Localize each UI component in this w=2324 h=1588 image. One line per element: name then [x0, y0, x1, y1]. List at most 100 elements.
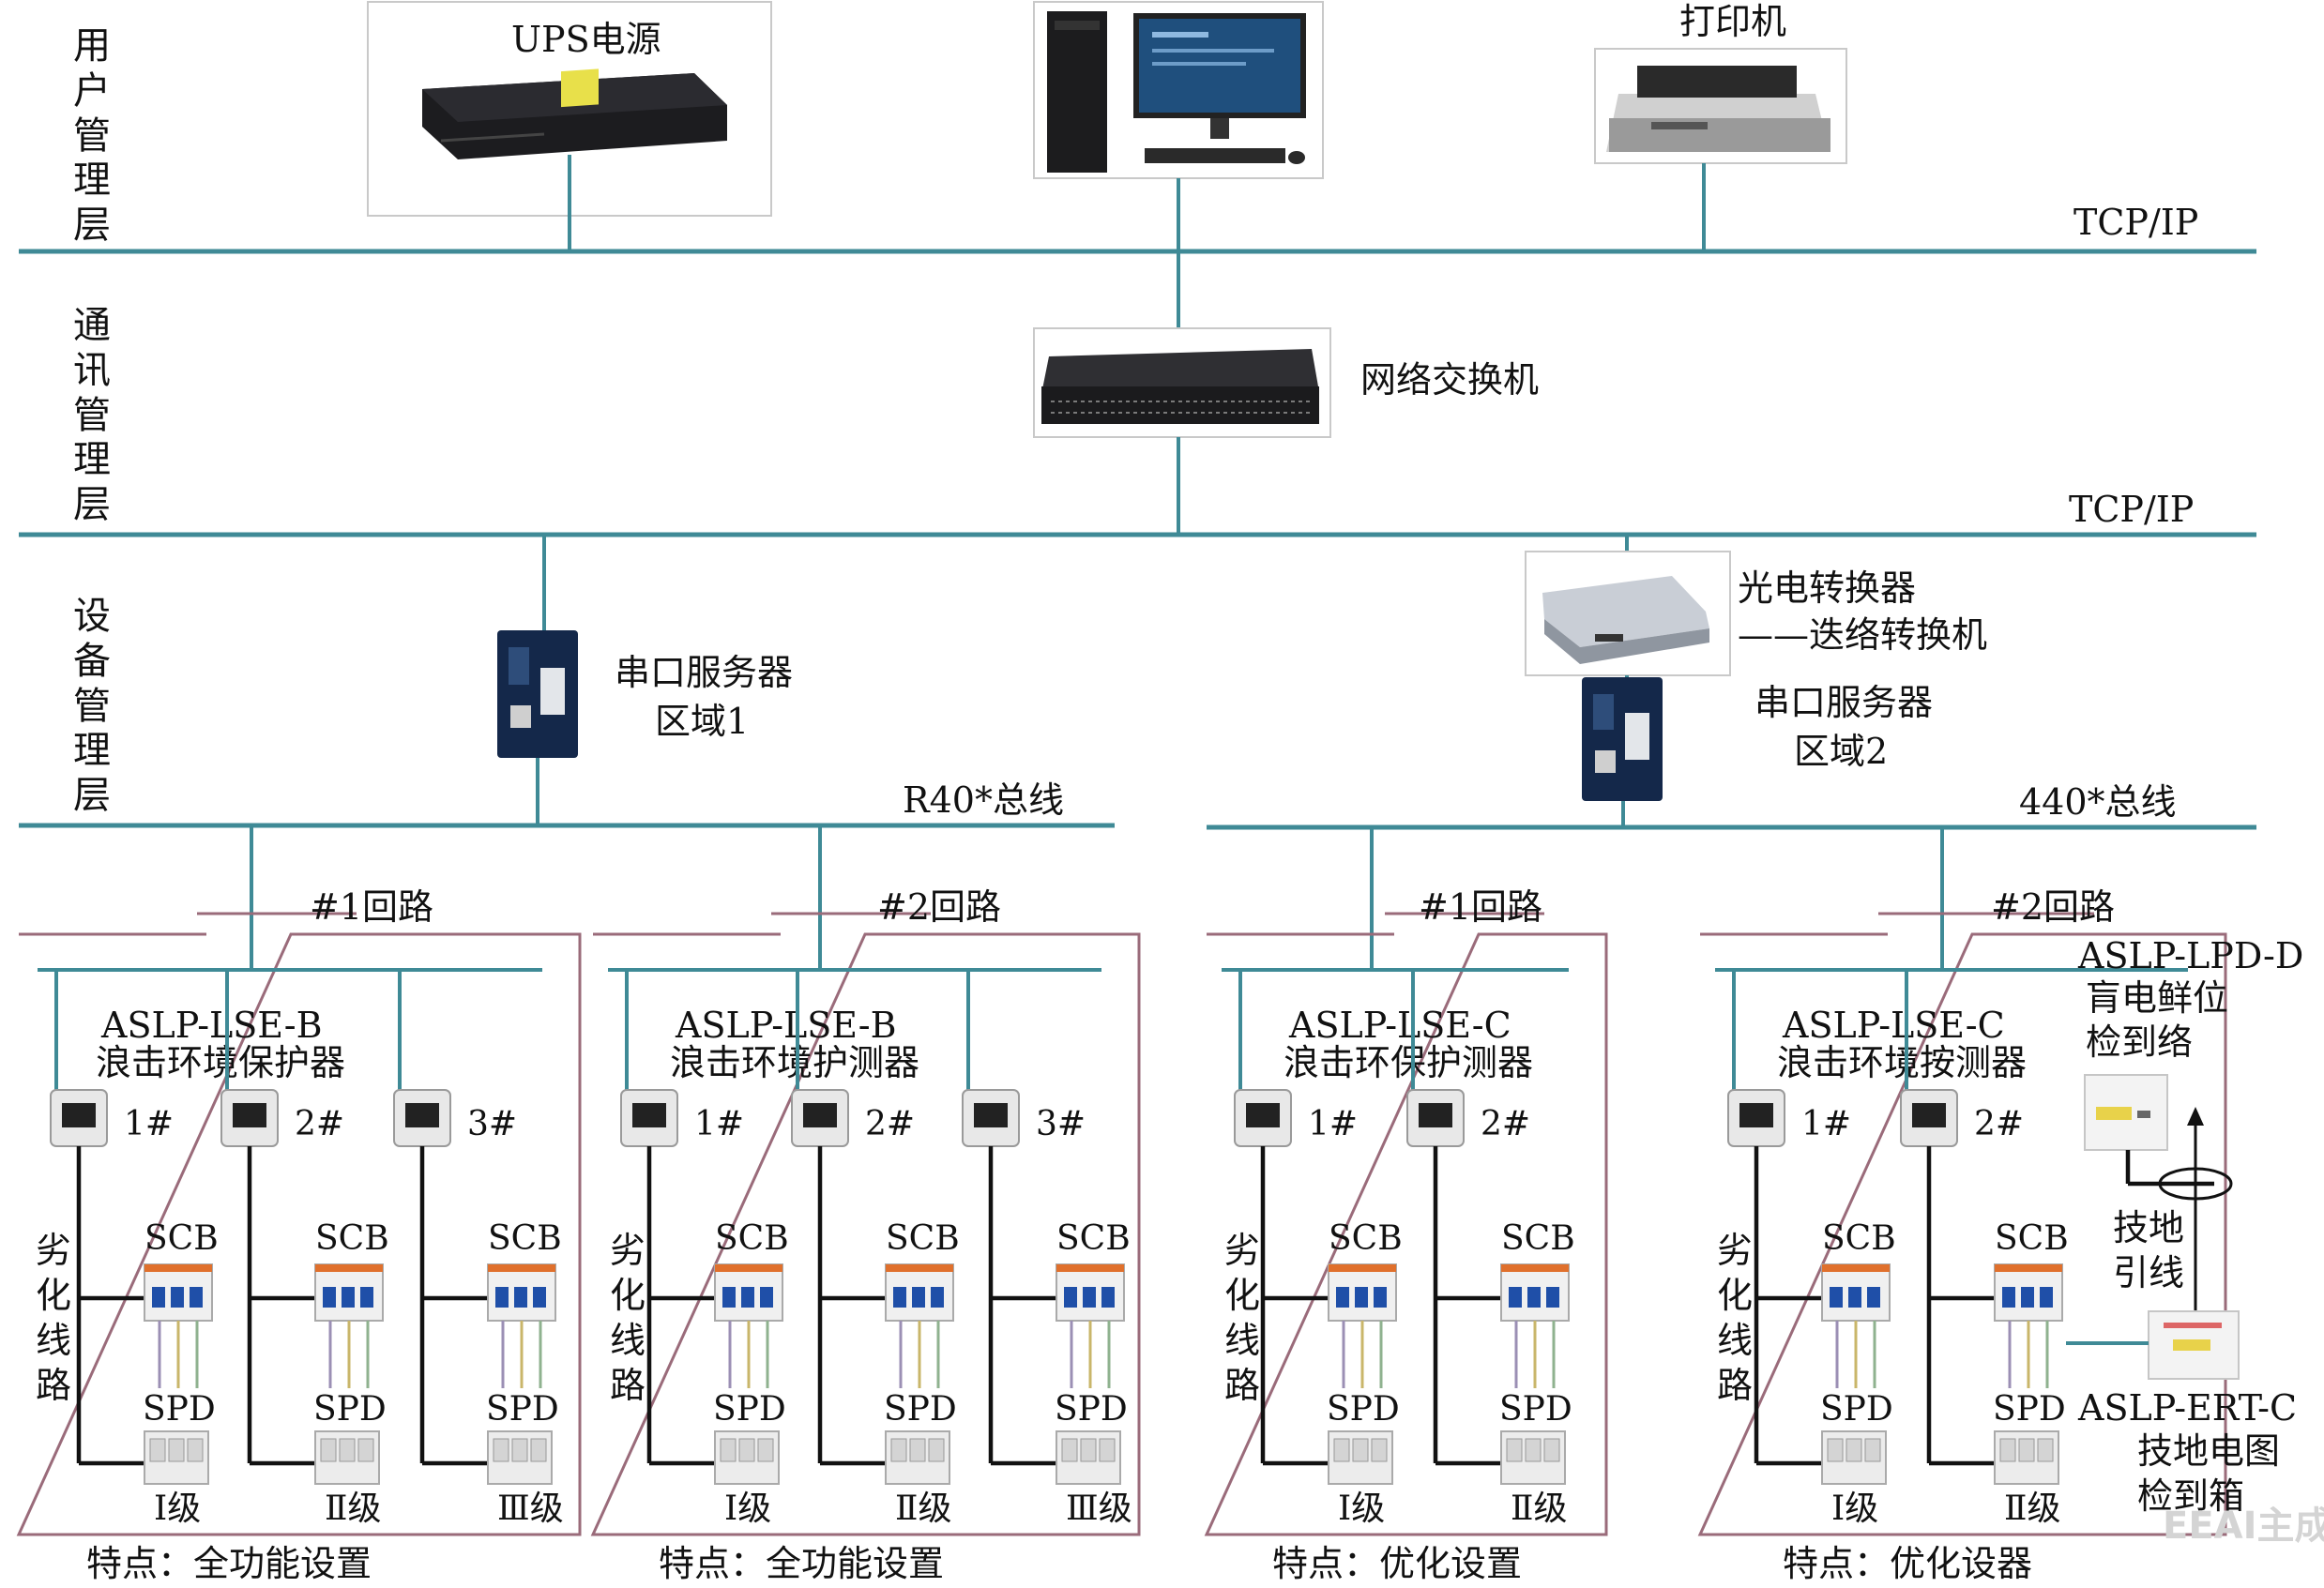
protection-level: Ⅰ级	[154, 1490, 201, 1528]
spd-label: SPD	[486, 1390, 559, 1429]
spd-device	[314, 1430, 380, 1485]
ert-line1: 技地电图	[2137, 1430, 2280, 1472]
printer-device: 打印机	[1594, 1, 1847, 164]
serial-server-2	[1582, 677, 1663, 801]
branch: 2# SCB SPD Ⅱ级	[1900, 970, 2069, 1528]
branch-number: 3#	[1036, 1105, 1086, 1143]
circuit-group: #1回路ASLP-LSE-B浪击环境保护器劣化线路1#SCBSPDⅠ级2#SCB…	[16, 825, 582, 1584]
branch-number: 2#	[1974, 1105, 2024, 1143]
serial2-label-line2: 区域2	[1794, 731, 1888, 772]
spd-label: SPD	[1499, 1390, 1572, 1429]
degrade-char: 路	[36, 1365, 71, 1406]
layer-device-char: 理	[73, 729, 111, 772]
protection-level: Ⅲ级	[497, 1490, 564, 1528]
serial2-label-line1: 串口服务器	[1754, 682, 1933, 723]
scb-label: SCB	[1995, 1219, 2069, 1258]
ups-label: UPS电源	[511, 19, 661, 60]
photoelectric-converter	[1525, 551, 1731, 676]
switch-label: 网络交换机	[1360, 359, 1539, 401]
spd-device	[885, 1430, 950, 1485]
tcp-label-1: TCP/IP	[2073, 202, 2198, 243]
degrade-char: 线	[1717, 1320, 1753, 1361]
degrade-char: 线	[610, 1320, 646, 1361]
protection-level: Ⅰ级	[724, 1490, 771, 1528]
layer-user-char: 管	[73, 114, 111, 158]
circuit-group: #2回路ASLP-LSE-B浪击环境护测器劣化线路1#SCBSPDⅠ级2#SCB…	[590, 825, 1141, 1584]
degrade-char: 路	[1224, 1365, 1260, 1406]
protection-level: Ⅰ级	[1831, 1490, 1878, 1528]
ground-detection: ASLP-LPD-D 肓电鲜位 检到络 技地 引线 ASLP-ERT-C 技地电…	[2066, 935, 2303, 1517]
scb-breaker	[1994, 1263, 2063, 1322]
branch-number: 1#	[124, 1105, 174, 1143]
feature-label: 特点：全功能设置	[86, 1543, 372, 1584]
spd-device	[1500, 1430, 1566, 1485]
ground-line1: 技地	[2113, 1207, 2184, 1248]
scb-breaker	[885, 1263, 954, 1322]
spd-device	[714, 1430, 780, 1485]
tcp-label-2: TCP/IP	[2069, 489, 2194, 530]
computer-device	[1033, 1, 1324, 179]
spd-label: SPD	[1327, 1390, 1400, 1429]
protector-model: ASLP-LSE-B	[100, 1005, 323, 1046]
scb-breaker	[1056, 1263, 1125, 1322]
protection-level: Ⅱ级	[1511, 1490, 1567, 1528]
lpd-line1: 肓电鲜位	[2086, 977, 2228, 1019]
branch-number: 2#	[295, 1105, 344, 1143]
branch-number: 3#	[467, 1105, 517, 1143]
scb-breaker	[144, 1263, 213, 1322]
layer-device-char: 管	[73, 685, 111, 728]
scb-breaker	[1328, 1263, 1397, 1322]
protector-model: ASLP-LSE-B	[675, 1005, 897, 1046]
scb-label: SCB	[488, 1219, 562, 1258]
degrade-char: 线	[1224, 1320, 1260, 1361]
ert-model: ASLP-ERT-C	[2077, 1387, 2297, 1429]
degrade-char: 劣	[610, 1230, 646, 1271]
ups-device: UPS电源	[367, 1, 772, 217]
layer-device-char: 层	[73, 774, 111, 817]
protector-name: 浪击环境保护器	[96, 1042, 345, 1083]
scb-label: SCB	[1056, 1219, 1131, 1258]
loop-label: #2回路	[877, 886, 1001, 928]
protection-level: Ⅱ级	[2004, 1490, 2060, 1528]
arrow-up-icon	[2187, 1107, 2204, 1126]
network-switch	[1033, 327, 1331, 438]
rs485-label-right: 440*总线	[2019, 781, 2177, 823]
layer-comm-char: 理	[73, 438, 111, 481]
degrade-char: 路	[1717, 1365, 1753, 1406]
spd-label: SPD	[313, 1390, 387, 1429]
scb-breaker	[714, 1263, 783, 1322]
scb-breaker	[314, 1263, 384, 1322]
layer-user-char: 用	[73, 24, 111, 68]
protector-model: ASLP-LSE-C	[1782, 1005, 2005, 1046]
circuit-frame	[590, 932, 1141, 1536]
scb-breaker	[487, 1263, 556, 1322]
feature-label: 特点：优化设器	[1783, 1543, 2032, 1584]
rs485-label-left: R40*总线	[903, 779, 1064, 821]
ground-line2: 引线	[2113, 1252, 2184, 1293]
loop-label: #1回路	[310, 886, 433, 928]
loop-label: #2回路	[1991, 886, 2115, 928]
serial1-label-line1: 串口服务器	[615, 652, 793, 693]
printer-label: 打印机	[1679, 1, 1786, 42]
pc-tower	[1047, 11, 1107, 173]
degrade-char: 劣	[36, 1230, 71, 1271]
layer-device-char: 备	[73, 640, 111, 683]
spd-device	[487, 1430, 553, 1485]
layer-comm-char: 通	[73, 304, 111, 347]
protector-name: 浪击环境按测器	[1777, 1042, 2027, 1083]
spd-label: SPD	[143, 1390, 216, 1429]
spd-label: SPD	[884, 1390, 957, 1429]
spd-label: SPD	[1993, 1390, 2066, 1429]
spd-device	[1821, 1430, 1887, 1485]
layer-label-device: 设 备 管 理 层	[73, 595, 111, 817]
lpd-device	[2084, 1074, 2168, 1151]
degrade-char: 化	[1224, 1275, 1260, 1316]
feature-label: 特点：全功能设置	[659, 1543, 944, 1584]
layer-label-comm: 通 讯 管 理 层	[73, 304, 111, 526]
mouse	[1288, 151, 1305, 164]
scb-label: SCB	[315, 1219, 389, 1258]
